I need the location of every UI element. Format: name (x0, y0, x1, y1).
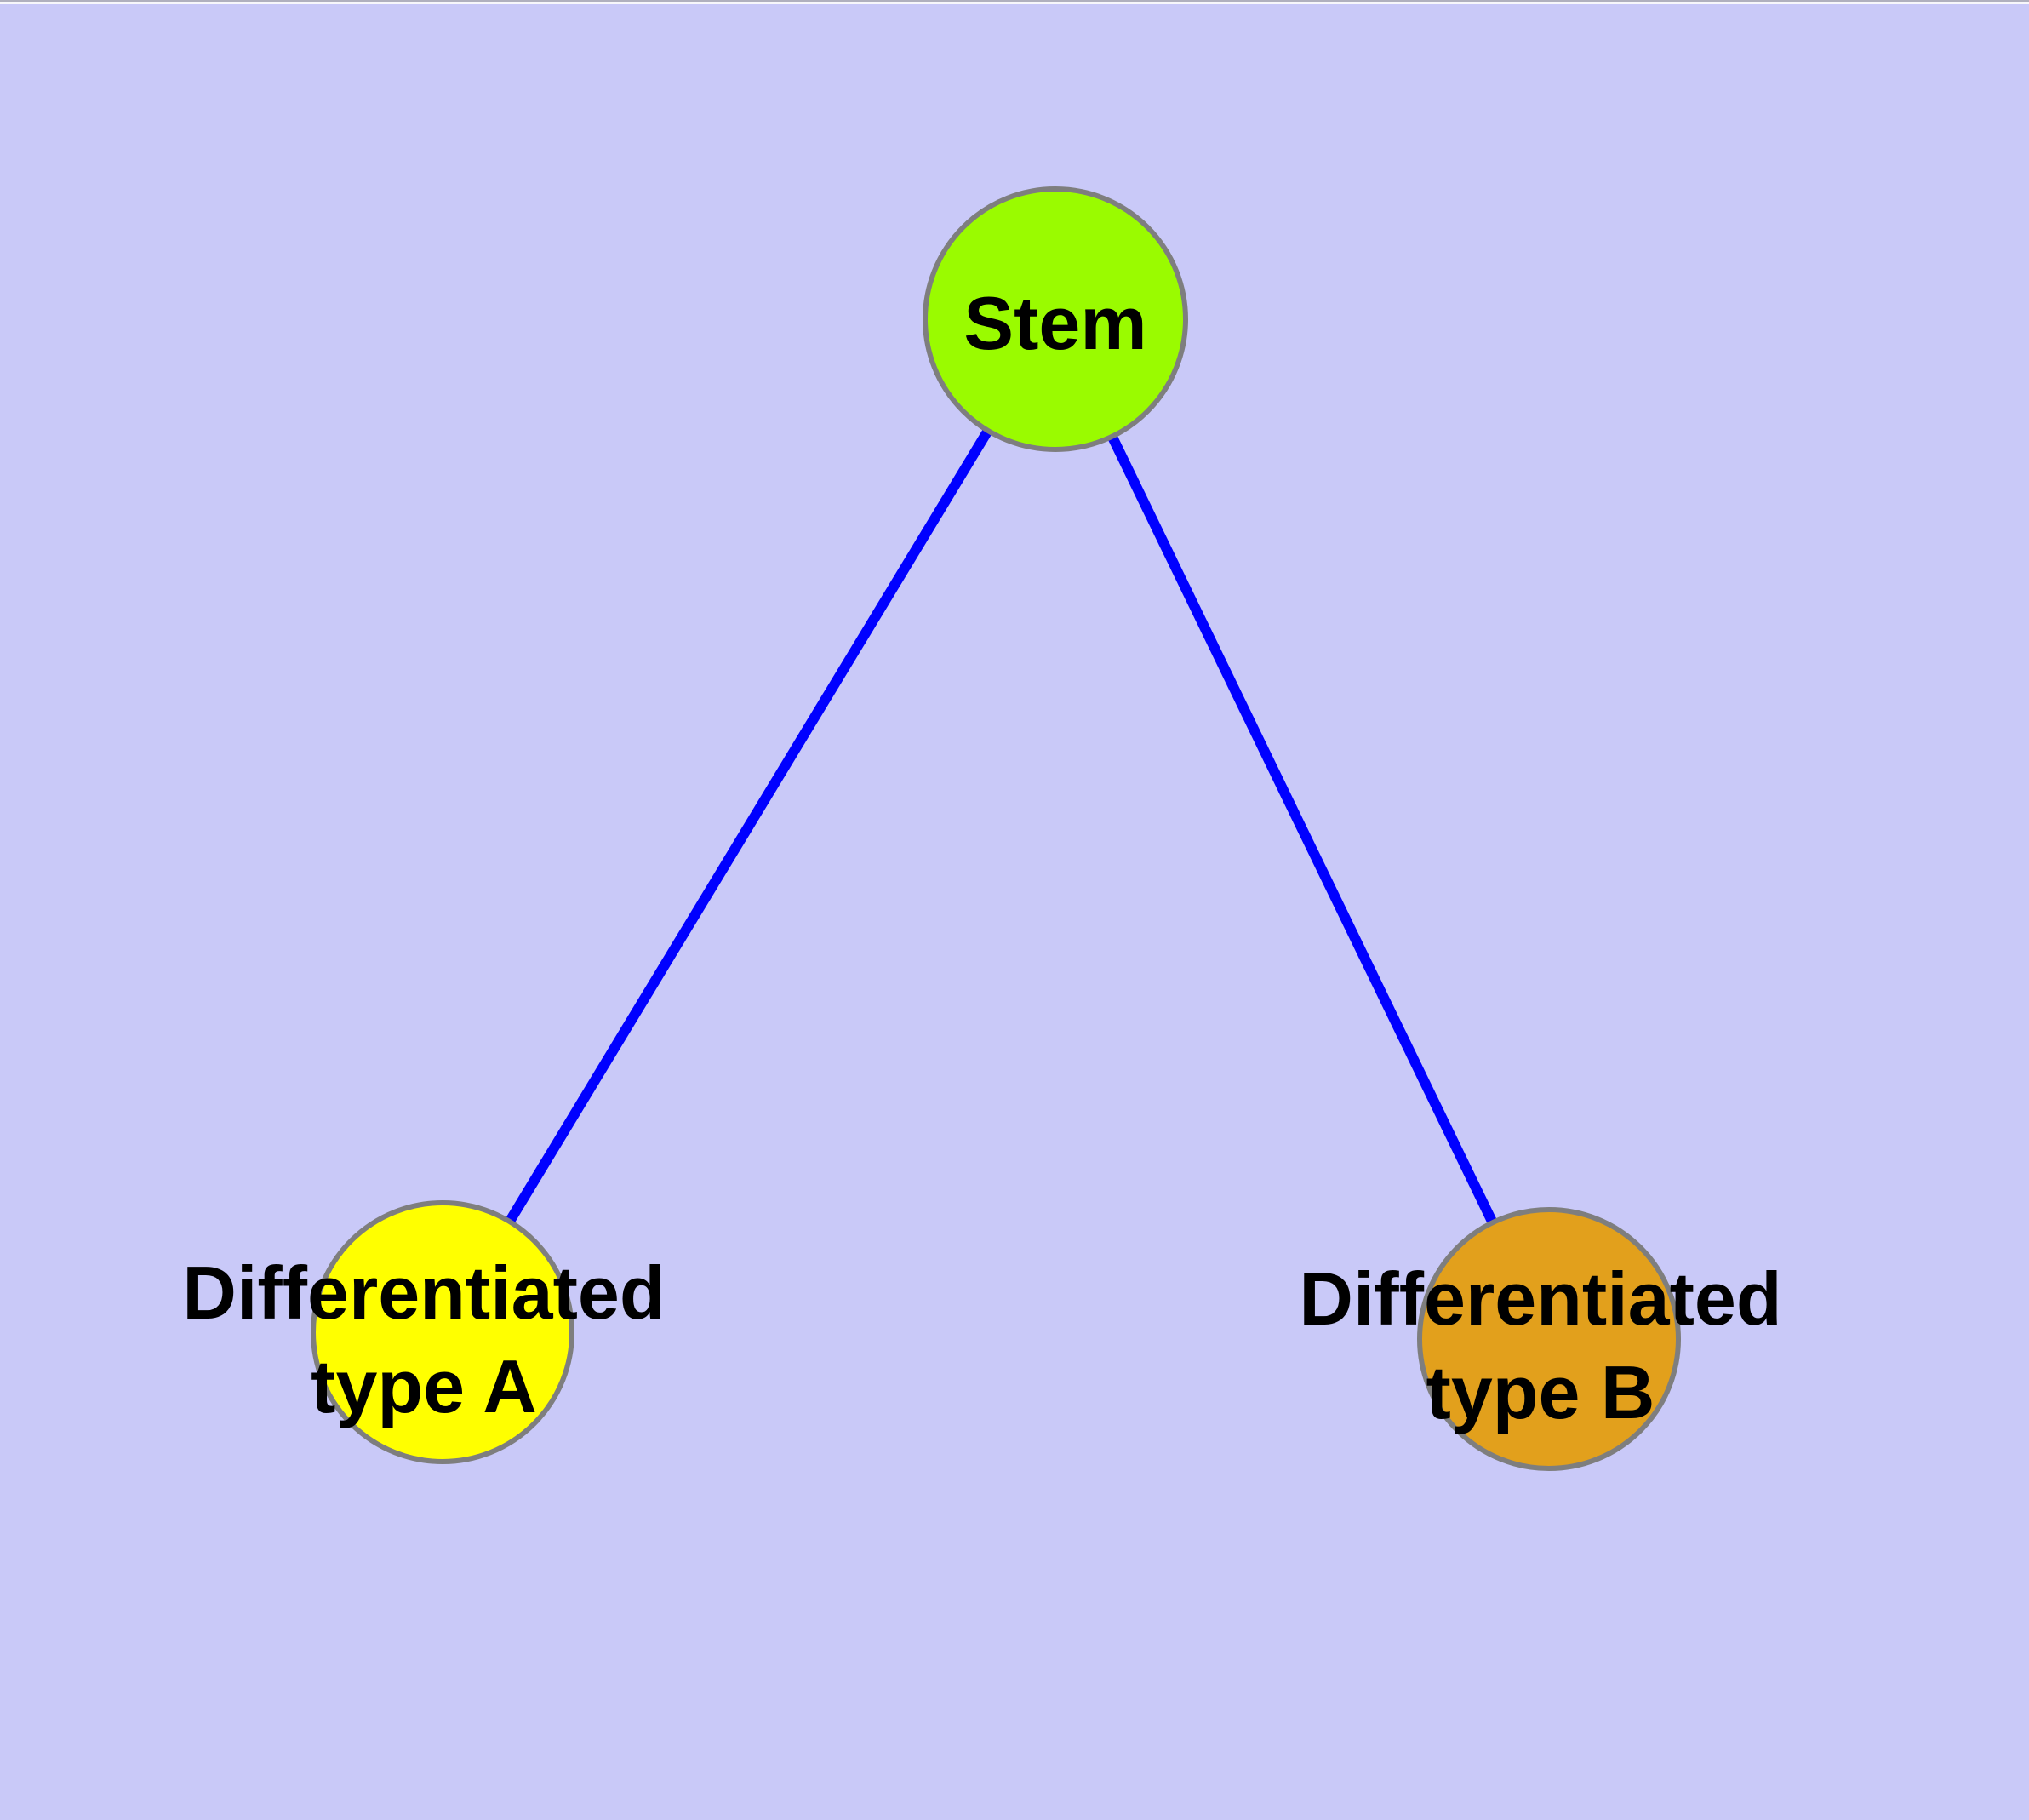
edge-stem-to-type-a[interactable] (437, 316, 1060, 1336)
edge-stem-to-type-b[interactable] (1050, 317, 1554, 1342)
window-top-edge-line (0, 0, 2029, 2)
node-label-type-a-line2: type A (311, 1344, 537, 1428)
node-label-type-b-line1: Differentiated (1299, 1256, 1781, 1341)
node-stem[interactable] (923, 186, 1188, 452)
window-top-edge-highlight (0, 2, 2029, 4)
node-label-type-b-line2: type B (1426, 1350, 1655, 1434)
node-differentiated-type-a[interactable] (311, 1200, 574, 1464)
node-differentiated-type-b[interactable] (1417, 1207, 1681, 1471)
node-label-type-a-line1: Differentiated (182, 1251, 665, 1335)
node-label-stem: Stem (963, 281, 1146, 365)
